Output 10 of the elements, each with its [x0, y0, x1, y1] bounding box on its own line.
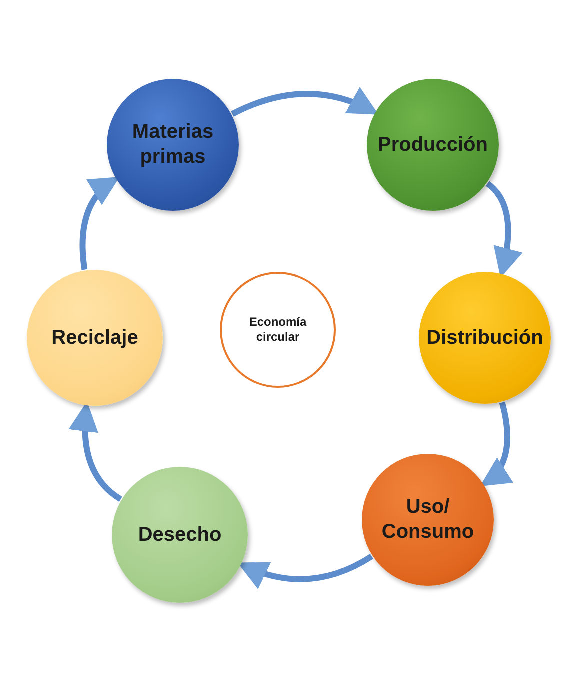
node-label: Distribución — [426, 326, 544, 350]
node-label: Producción — [378, 132, 488, 158]
curved-arrow — [231, 88, 379, 117]
curved-arrow — [480, 402, 514, 487]
node-label: Desecho — [138, 522, 222, 548]
node-label: Economía circular — [248, 315, 308, 345]
node-label: Materias primas — [131, 120, 215, 170]
node-label: Reciclaje — [52, 326, 138, 350]
node-label: Uso/ Consumo — [380, 495, 476, 545]
curved-arrow — [80, 176, 120, 270]
